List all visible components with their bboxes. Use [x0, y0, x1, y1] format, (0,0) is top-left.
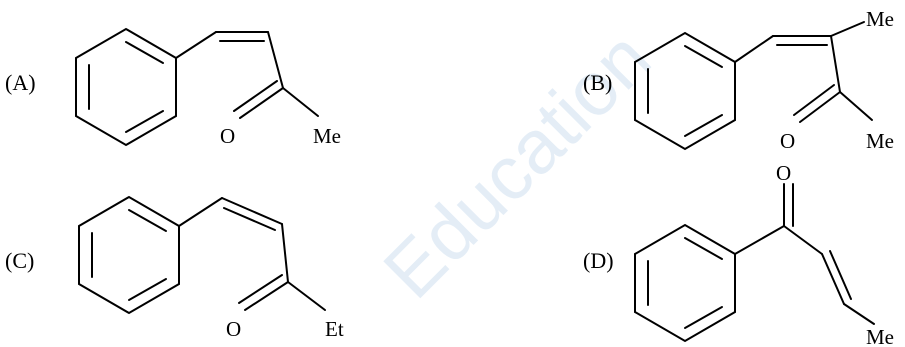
option-c-carbonyl-bond	[244, 281, 289, 311]
option-c-benzene-ring	[78, 195, 180, 315]
option-b-benzene-ring	[634, 31, 736, 151]
option-d-methyl-label: Me	[866, 325, 894, 347]
option-a-methyl-label: Me	[313, 124, 341, 148]
option-a-label: (A)	[5, 70, 36, 95]
option-b-label: (B)	[583, 70, 612, 95]
option-c-oxygen-label: O	[226, 317, 241, 341]
option-d-structure: (D) O Me	[583, 161, 894, 347]
option-d-label: (D)	[583, 248, 614, 273]
watermark-text: Education	[368, 16, 667, 315]
option-c-ethyl-label: Et	[325, 317, 344, 341]
option-d-benzene-ring	[634, 223, 736, 343]
option-b-carbonyl-bond	[799, 91, 841, 123]
option-a-structure: (A) O Me	[5, 27, 341, 148]
option-b-oxygen-label: O	[780, 129, 795, 153]
option-d-oxygen-label: O	[776, 161, 791, 185]
option-d-trans-double-bond	[821, 253, 845, 305]
option-a-oxygen-label: O	[220, 124, 235, 148]
option-b-methyl-label-top: Me	[866, 7, 894, 31]
option-a-bond	[175, 31, 217, 59]
option-a-carbonyl-bond	[239, 87, 284, 119]
option-c-cis-double-bond	[221, 197, 283, 225]
option-a-benzene-ring	[75, 27, 177, 147]
option-b-methyl-label-bottom: Me	[866, 129, 894, 153]
option-c-structure: (C) O Et	[5, 195, 344, 341]
option-b-structure: (B) Me O Me	[583, 7, 894, 153]
option-c-label: (C)	[5, 248, 34, 273]
